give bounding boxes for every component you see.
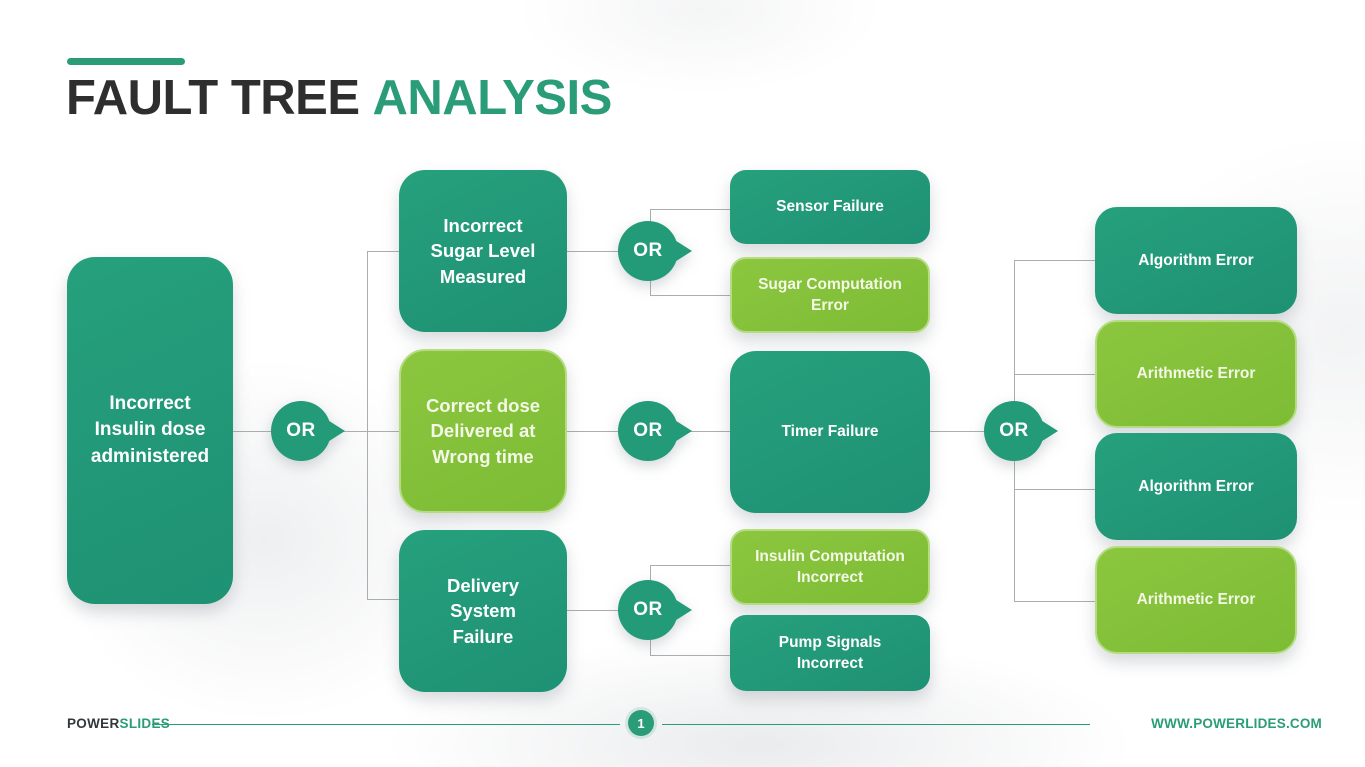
or-gate-delivery: OR bbox=[618, 579, 694, 641]
page-title-primary: FAULT TREE bbox=[66, 71, 360, 125]
connector-line bbox=[650, 209, 730, 210]
page-title-accent: ANALYSIS bbox=[372, 71, 613, 125]
connector-line bbox=[333, 431, 400, 432]
node-label: Arithmetic Error bbox=[1136, 365, 1256, 383]
connector-line bbox=[1014, 489, 1095, 490]
node-label: Sugar Computation Error bbox=[758, 275, 902, 314]
node-label: Incorrect Insulin dose administered bbox=[90, 393, 210, 467]
connector-line bbox=[1014, 374, 1095, 375]
connector-line bbox=[367, 251, 400, 252]
connector-line bbox=[1014, 260, 1095, 261]
node-timer-failure: Timer Failure bbox=[730, 351, 930, 513]
connector-line bbox=[1014, 601, 1095, 602]
connector-line bbox=[567, 431, 620, 432]
or-gate-label: OR bbox=[286, 420, 316, 441]
footer-rule-right bbox=[662, 724, 1090, 725]
brand-primary: POWER bbox=[67, 716, 120, 731]
or-gate-root: OR bbox=[271, 400, 347, 462]
footer-rule-left bbox=[152, 724, 620, 725]
or-gate-label: OR bbox=[633, 599, 663, 620]
node-pump-signals-incorrect: Pump Signals Incorrect bbox=[730, 615, 930, 691]
connector-line bbox=[367, 251, 368, 600]
connector-line bbox=[650, 655, 730, 656]
node-algorithm-error-1: Algorithm Error bbox=[1095, 207, 1297, 314]
node-sensor-failure: Sensor Failure bbox=[730, 170, 930, 244]
or-gate-label: OR bbox=[633, 240, 663, 261]
connector-line bbox=[930, 431, 986, 432]
node-label: Algorithm Error bbox=[1138, 251, 1254, 269]
connector-line bbox=[676, 431, 730, 432]
or-gate-errors: OR bbox=[984, 400, 1060, 462]
or-gate-label: OR bbox=[999, 420, 1029, 441]
node-algorithm-error-2: Algorithm Error bbox=[1095, 433, 1297, 540]
page-number-badge: 1 bbox=[628, 710, 654, 736]
node-incorrect-sugar-level: Incorrect Sugar Level Measured bbox=[399, 170, 567, 332]
node-label: Incorrect Sugar Level Measured bbox=[430, 214, 536, 287]
connector-line bbox=[650, 565, 730, 566]
connector-line bbox=[567, 251, 620, 252]
brand-accent: SLIDES bbox=[119, 716, 171, 731]
or-gate-label: OR bbox=[633, 420, 663, 441]
or-gate-timer: OR bbox=[618, 400, 694, 462]
node-label: Insulin Computation Incorrect bbox=[755, 547, 905, 586]
node-correct-dose-wrong-time: Correct dose Delivered at Wrong time bbox=[399, 349, 567, 513]
node-label: Timer Failure bbox=[781, 423, 879, 441]
node-arithmetic-error-1: Arithmetic Error bbox=[1095, 320, 1297, 428]
brand-logo: POWERSLIDES bbox=[67, 716, 170, 731]
node-label: Algorithm Error bbox=[1138, 477, 1254, 495]
connector-line bbox=[233, 431, 278, 432]
node-arithmetic-error-2: Arithmetic Error bbox=[1095, 546, 1297, 654]
node-label: Delivery System Failure bbox=[447, 574, 519, 647]
node-label: Pump Signals Incorrect bbox=[778, 633, 882, 672]
connector-line bbox=[567, 610, 620, 611]
node-sugar-computation-error: Sugar Computation Error bbox=[730, 257, 930, 333]
title-accent-bar bbox=[67, 58, 185, 65]
or-gate-sugar: OR bbox=[618, 220, 694, 282]
node-root-incorrect-insulin-dose: Incorrect Insulin dose administered bbox=[67, 257, 233, 604]
website-url: WWW.POWERLIDES.COM bbox=[1151, 716, 1322, 731]
node-label: Correct dose Delivered at Wrong time bbox=[425, 394, 541, 467]
connector-line bbox=[367, 599, 400, 600]
node-delivery-system-failure: Delivery System Failure bbox=[399, 530, 567, 692]
node-insulin-computation-incorrect: Insulin Computation Incorrect bbox=[730, 529, 930, 605]
connector-line bbox=[650, 295, 730, 296]
node-label: Arithmetic Error bbox=[1136, 591, 1256, 609]
page-number: 1 bbox=[637, 715, 645, 731]
node-label: Sensor Failure bbox=[776, 198, 884, 216]
